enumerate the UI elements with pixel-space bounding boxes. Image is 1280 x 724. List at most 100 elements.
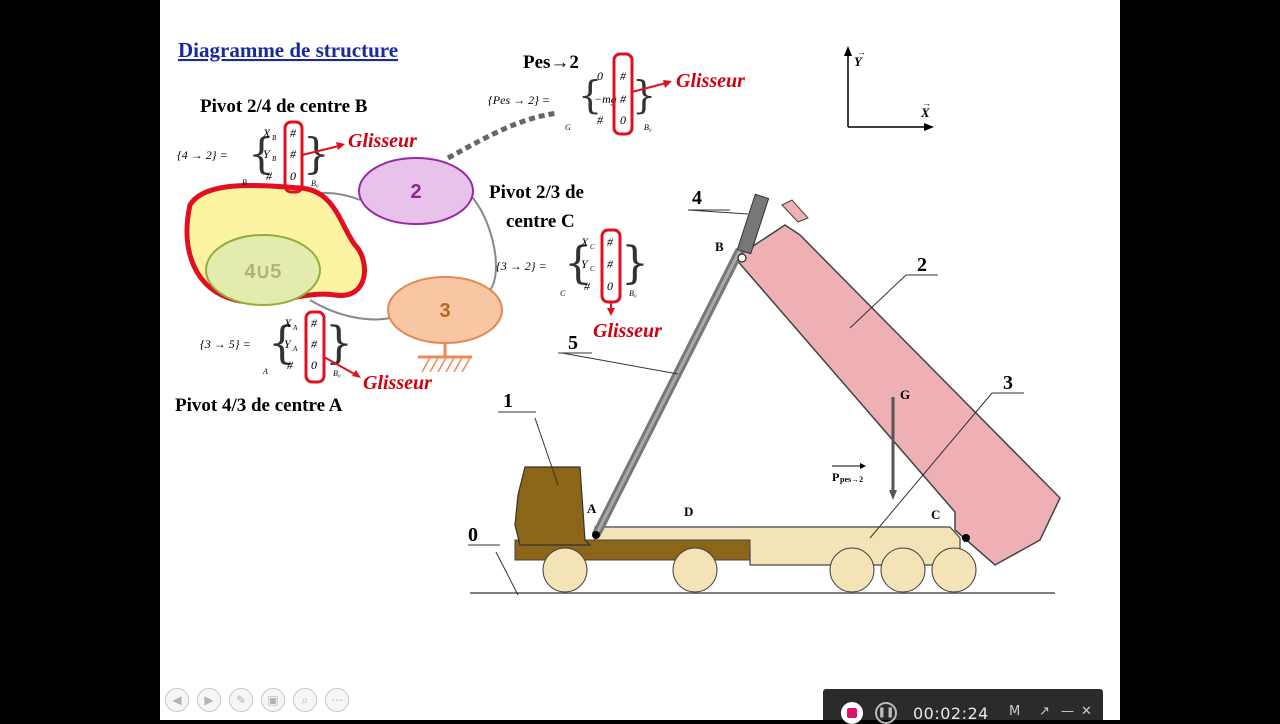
- torsor-3-2: {3 → 2} = { X C Y C # # # 0 } C B₀ Gliss…: [496, 228, 662, 342]
- recording-timer: 00:02:24: [913, 704, 989, 723]
- svg-text:#: #: [607, 257, 614, 271]
- svg-text:A: A: [262, 367, 268, 376]
- svg-text:A: A: [292, 345, 298, 353]
- truck-drawing: 0 1 2 3 4 5 A B C D G P pes→2: [468, 187, 1061, 596]
- torsor-pes-c2: #: [620, 92, 627, 106]
- point-a: A: [587, 501, 597, 516]
- link-pes-2: [446, 110, 559, 161]
- recorder-m-icon[interactable]: M: [1009, 704, 1021, 719]
- next-slide-button[interactable]: ▶: [197, 688, 221, 712]
- svg-text:#: #: [290, 147, 297, 161]
- dump-body: [733, 224, 1061, 566]
- torsor-pes-c1: #: [620, 69, 627, 83]
- label-pivot-b: Pivot 2/4 de centre B: [200, 96, 368, 117]
- svg-text:#: #: [311, 337, 318, 351]
- svg-text:B: B: [272, 134, 277, 142]
- point-d: D: [684, 504, 693, 519]
- node-2: [358, 157, 474, 225]
- glisseur-4-2: Glisseur: [348, 130, 417, 152]
- svg-text:B₀: B₀: [333, 369, 341, 378]
- svg-text:0: 0: [607, 279, 613, 293]
- part-2: 2: [917, 254, 927, 276]
- svg-text:{: {: [268, 318, 296, 369]
- minimize-icon[interactable]: —: [1061, 704, 1074, 719]
- joint-c: [962, 534, 970, 542]
- torsor-3-5-highlight: [304, 310, 326, 384]
- torsor-4-2: {4 → 2} = { X B Y B # # # 0 } B B₀ Gliss…: [177, 120, 417, 194]
- torsor-4-2-r1: X: [262, 126, 271, 140]
- joint-b: [737, 253, 747, 263]
- svg-text:→: →: [922, 98, 931, 108]
- slide: Diagramme de structure 4∪5 2 3 Pivot 2/4…: [160, 0, 1120, 720]
- torsor-pes-point: G: [565, 123, 571, 132]
- svg-text:X: X: [580, 235, 589, 249]
- part-5: 5: [568, 332, 578, 354]
- slide-title: Diagramme de structure: [178, 38, 398, 62]
- axes: Y → X →: [844, 46, 934, 131]
- torsor-pes-highlight: [612, 52, 634, 136]
- svg-text:#: #: [290, 126, 297, 140]
- pen-tool-button[interactable]: ✎: [229, 688, 253, 712]
- close-icon[interactable]: ✕: [1081, 704, 1092, 719]
- svg-text:}: }: [621, 238, 649, 289]
- stop-recording-button[interactable]: [841, 702, 863, 724]
- torsor-pes-lhs: {Pes → 2} =: [488, 93, 550, 107]
- svg-text:→: →: [857, 47, 866, 57]
- more-options-button[interactable]: ⋯: [325, 688, 349, 712]
- wheel-rear: [672, 547, 718, 593]
- svg-text:{: {: [564, 238, 592, 289]
- point-g: G: [900, 387, 910, 402]
- zoom-button[interactable]: ⌕: [293, 688, 317, 712]
- glisseur-pes: Glisseur: [676, 70, 745, 92]
- link-2-3: [464, 189, 497, 291]
- svg-text:X: X: [283, 316, 292, 330]
- svg-text:#: #: [584, 279, 591, 293]
- torsor-4-2-r3: #: [266, 169, 273, 183]
- label-pivot-c-line1: Pivot 2/3 de: [489, 182, 584, 203]
- svg-text:0: 0: [311, 358, 317, 372]
- glisseur-3-5: Glisseur: [363, 372, 432, 394]
- torsor-4-2-highlight: [283, 120, 304, 194]
- svg-text:C: C: [560, 289, 566, 298]
- svg-text:0: 0: [290, 169, 296, 183]
- joint-a: [592, 531, 600, 539]
- slide-nav-toolbar: ◀ ▶ ✎ ▣ ⌕ ⋯: [165, 688, 349, 712]
- torsor-pes-brace-right: }: [632, 73, 656, 117]
- svg-text:A: A: [292, 324, 298, 332]
- svg-text:C: C: [590, 243, 595, 251]
- cabin: [514, 466, 592, 546]
- axis-y-label: Y: [854, 54, 863, 69]
- torsor-4-2-lhs: {4 → 2} =: [177, 148, 228, 162]
- part-1: 1: [503, 390, 513, 412]
- point-c: C: [931, 507, 940, 522]
- wheel-trailer-3: [931, 547, 977, 593]
- svg-text:#: #: [607, 235, 614, 249]
- weight-label: P: [832, 470, 839, 484]
- torsor-pes-r3: #: [597, 113, 604, 127]
- torsor-3-5: {3 → 5} = { X A Y A # # # 0 } A B₀ Gliss…: [200, 310, 432, 394]
- svg-text:Y: Y: [581, 257, 589, 271]
- recording-widget: ❚❚ 00:02:24 M ↗ — ✕: [823, 689, 1103, 724]
- ground-symbol: [418, 343, 472, 373]
- svg-text:#: #: [311, 316, 318, 330]
- pause-recording-button[interactable]: ❚❚: [875, 702, 897, 724]
- cylinder-body: [736, 193, 770, 255]
- torsor-3-5-lhs: {3 → 5} =: [200, 337, 251, 351]
- slides-overview-button[interactable]: ▣: [261, 688, 285, 712]
- popout-icon[interactable]: ↗: [1039, 704, 1050, 719]
- node-45-label: 4∪5: [245, 261, 282, 283]
- torsor-pes-base: B₀: [644, 123, 652, 132]
- svg-text:B: B: [272, 155, 277, 163]
- part-4: 4: [692, 187, 702, 209]
- glisseur-3-2: Glisseur: [593, 320, 662, 342]
- svg-text:Y: Y: [284, 337, 292, 351]
- wheel-front: [542, 547, 588, 593]
- weight-label-sub: pes→2: [840, 475, 863, 484]
- torsor-pes: {Pes → 2} = { 0 −mg # # # 0 } G B₀ Gliss…: [488, 52, 745, 136]
- node-2-label: 2: [410, 181, 421, 203]
- label-pivot-c-line2: centre C: [506, 211, 575, 232]
- prev-slide-button[interactable]: ◀: [165, 688, 189, 712]
- link-45-3: [309, 299, 391, 321]
- svg-text:#: #: [287, 358, 294, 372]
- part-3: 3: [1003, 372, 1013, 394]
